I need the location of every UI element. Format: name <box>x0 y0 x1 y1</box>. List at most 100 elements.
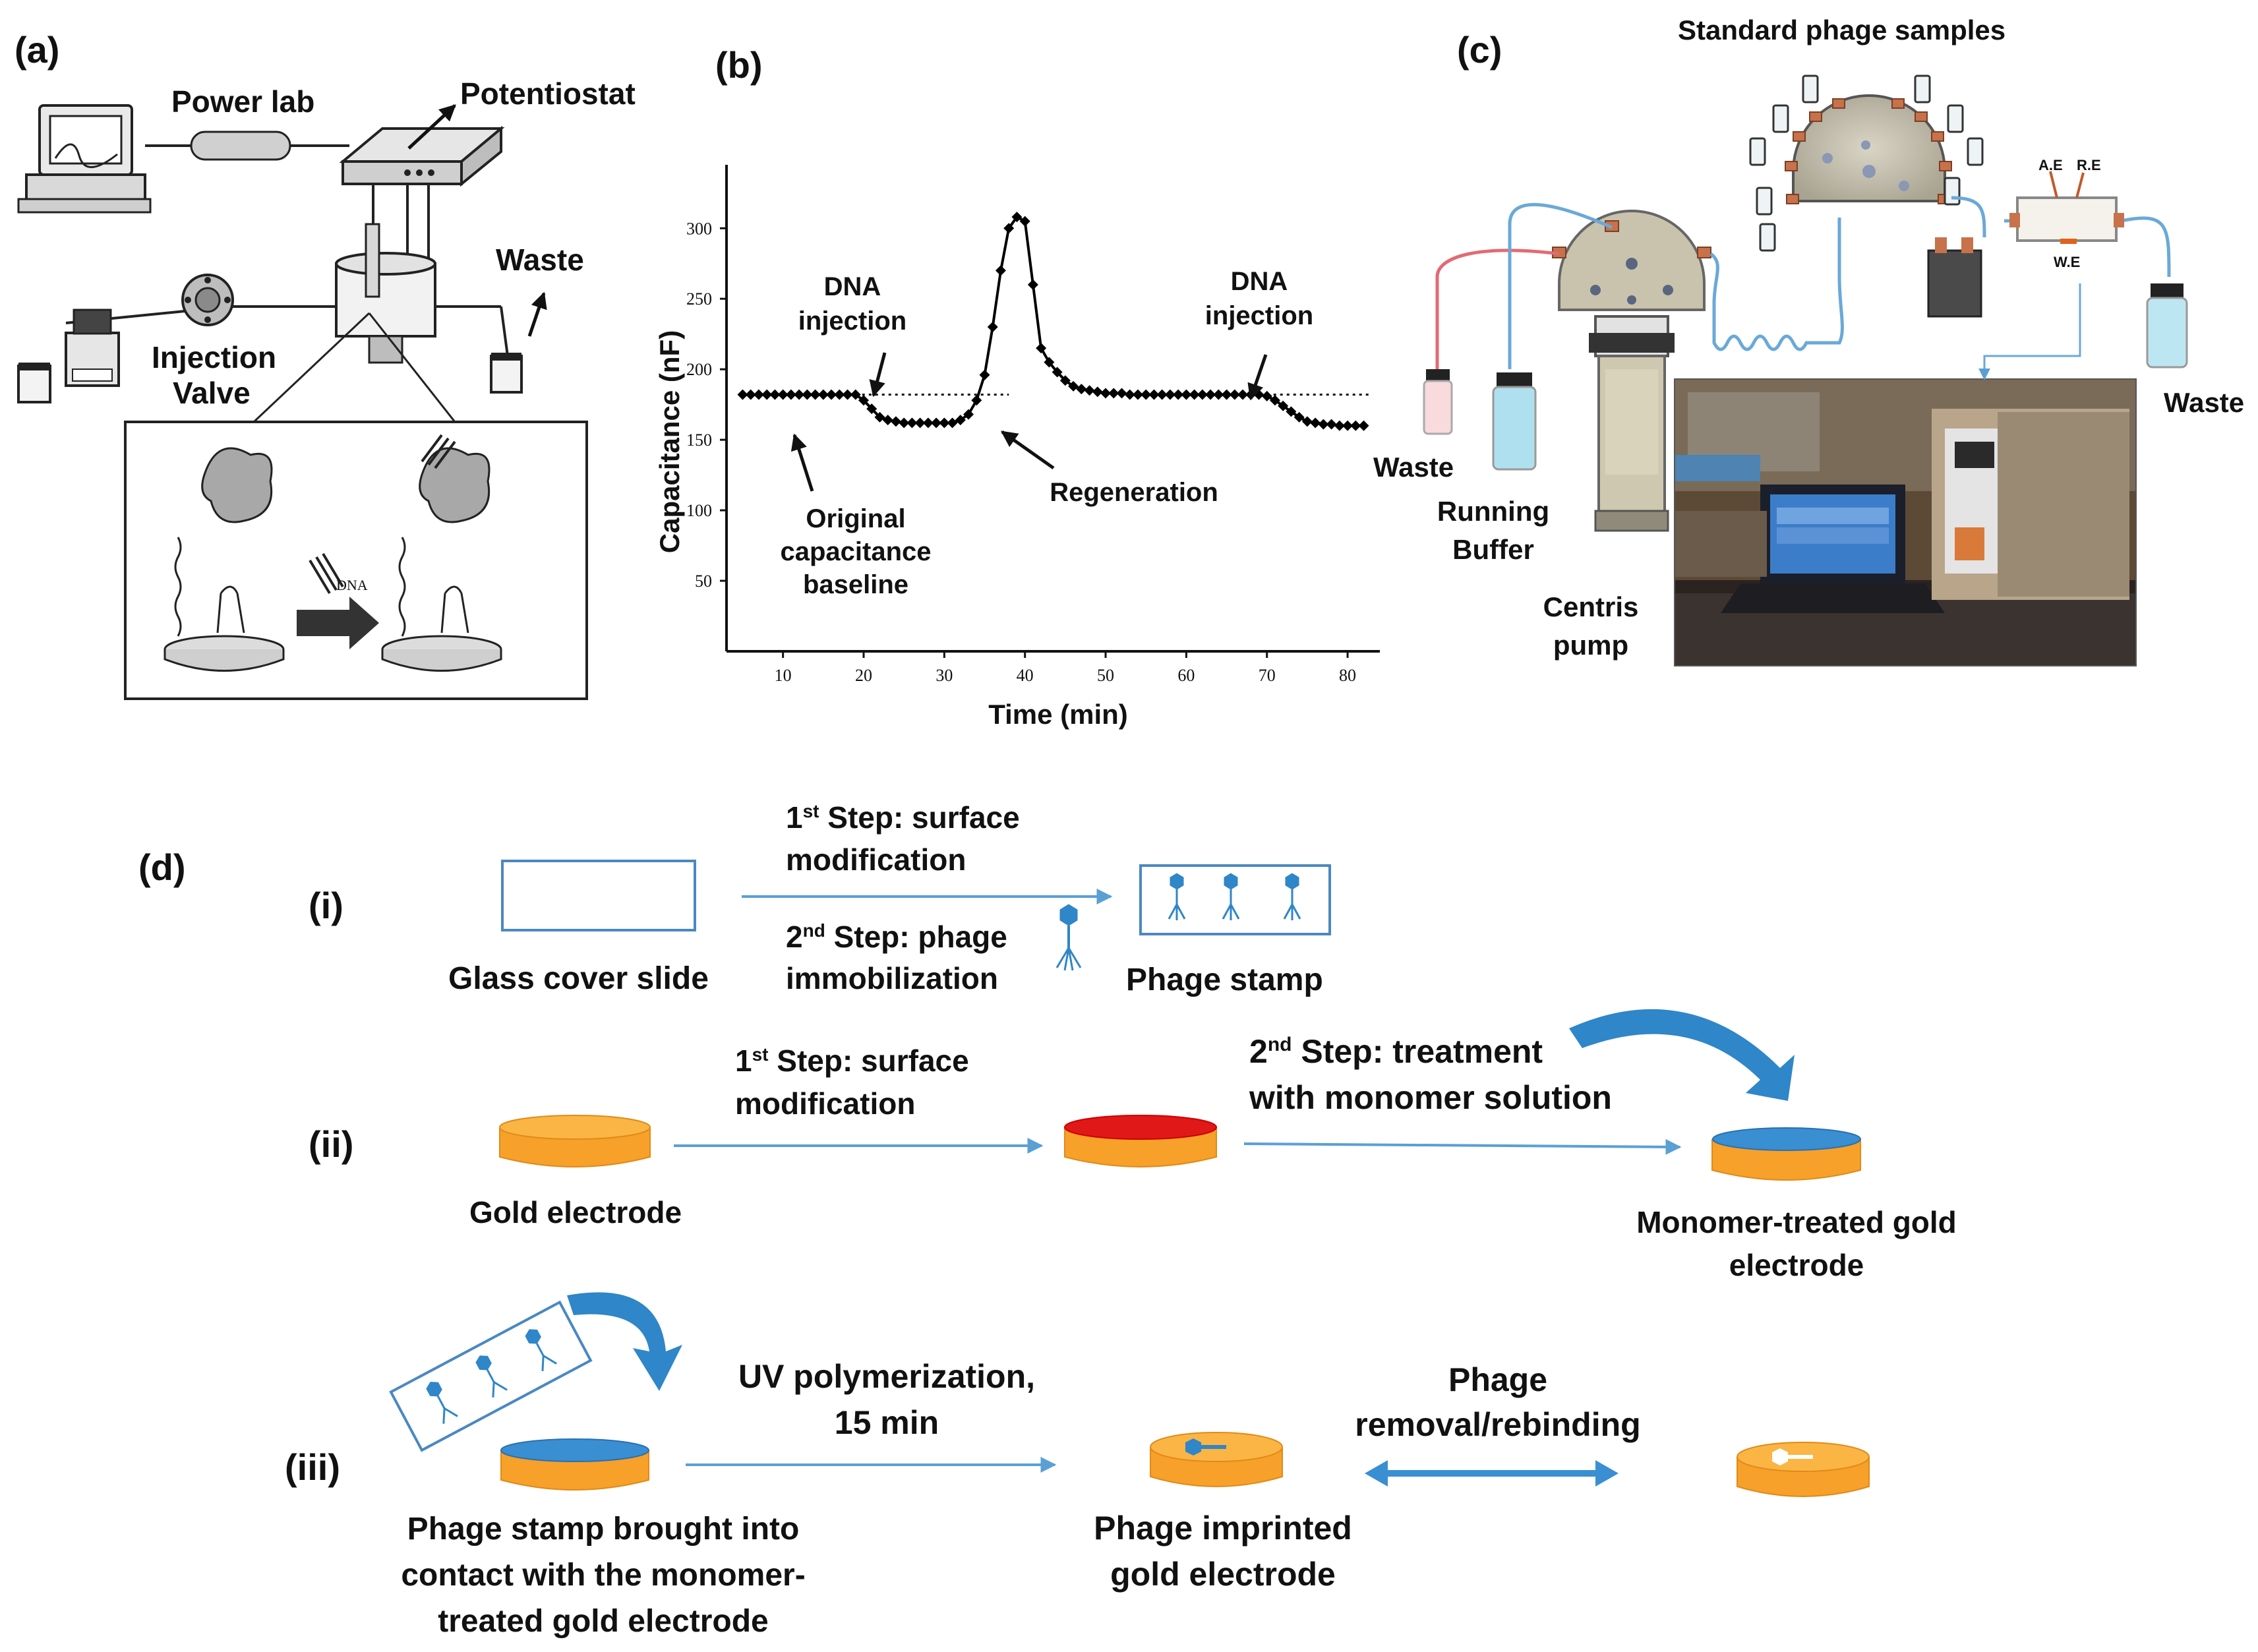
power-lab-label: Power lab <box>171 84 314 119</box>
glass-cover-slide <box>501 860 696 931</box>
data-point <box>1003 223 1015 234</box>
data-point <box>899 417 910 428</box>
data-point <box>1027 279 1038 290</box>
panel-label-a: (a) <box>15 29 59 71</box>
data-point <box>882 415 893 426</box>
x-tick-label: 60 <box>1177 666 1195 685</box>
data-point <box>874 411 885 423</box>
data-point <box>914 417 926 428</box>
curved-arrow-icon-2 <box>567 1292 682 1391</box>
protein-blob-left <box>201 447 273 523</box>
x-tick-label: 10 <box>775 666 792 685</box>
data-point <box>850 389 861 400</box>
baseline-line1: Original <box>806 504 905 533</box>
curved-arrow-icon <box>1569 1009 1795 1101</box>
waste-bottle-left <box>1423 369 1453 435</box>
data-point <box>858 395 869 406</box>
panel-label-d: (d) <box>138 846 186 888</box>
data-point <box>1181 389 1192 400</box>
data-point <box>995 265 1006 276</box>
data-point <box>906 417 918 428</box>
data-point <box>1301 416 1313 427</box>
gold-electrode <box>499 1115 651 1167</box>
data-point <box>794 389 805 400</box>
data-point <box>979 369 990 380</box>
row-ii-step1-line2: modification <box>735 1086 915 1121</box>
data-point <box>1148 389 1160 400</box>
data-point <box>1044 357 1055 368</box>
dna-label: DNA <box>336 577 368 593</box>
data-point <box>1237 389 1249 400</box>
row-i-step2-line1: 2nd Step: phage <box>786 920 1007 954</box>
waste-vial <box>490 355 523 394</box>
standard-phage-samples-label: Standard phage samples <box>1678 15 2005 45</box>
data-point <box>769 389 781 400</box>
row-i-label: (i) <box>309 885 343 926</box>
data-point <box>745 389 756 400</box>
data-point <box>802 389 813 400</box>
data-point <box>810 389 821 400</box>
gold-electrode-label: Gold electrode <box>469 1195 682 1229</box>
data-point <box>1229 389 1240 400</box>
row-ii-step2-line1: 2nd Step: treatment <box>1249 1033 1543 1070</box>
data-point <box>1213 389 1224 400</box>
monomer-label-2: electrode <box>1729 1248 1864 1282</box>
data-point <box>1310 417 1321 428</box>
x-tick-label: 50 <box>1097 666 1114 685</box>
y-tick-label: 100 <box>686 501 712 520</box>
centris-pump-label-2: pump <box>1553 630 1628 661</box>
monomer-label-1: Monomer-treated gold <box>1636 1205 1957 1239</box>
data-point <box>1011 212 1023 223</box>
data-point <box>1019 216 1030 227</box>
glass-cover-slide-label: Glass cover slide <box>448 961 709 996</box>
power-lab-device <box>190 131 291 161</box>
empty-imprinted-electrode <box>1737 1442 1870 1497</box>
data-point <box>1326 419 1337 430</box>
dna-injection-2-line2: injection <box>1205 301 1313 330</box>
x-tick-label: 20 <box>855 666 872 685</box>
computer-icon <box>17 104 152 214</box>
baseline-line2: capacitance <box>780 537 931 566</box>
lab-setup-photo <box>1674 378 2137 666</box>
running-buffer-label-2: Buffer <box>1452 534 1534 565</box>
regeneration-label: Regeneration <box>1050 478 1218 507</box>
data-point <box>1278 400 1289 411</box>
data-point <box>1108 388 1119 399</box>
data-point <box>1261 390 1272 401</box>
data-point <box>922 417 934 428</box>
data-point <box>817 389 829 400</box>
data-point <box>947 417 958 428</box>
ae-label: A.E <box>2038 157 2063 173</box>
stamp-contact-line1: Phage stamp brought into <box>407 1512 800 1547</box>
uv-line2: 15 min <box>835 1404 939 1441</box>
panel-d-workflow: (i) Glass cover slide 1st Step: surface … <box>285 800 1957 1639</box>
data-point <box>1293 411 1305 423</box>
row-ii-arrow-2 <box>1243 1138 1682 1155</box>
data-point <box>1076 384 1087 395</box>
injection-valve-label-1: Injection <box>152 340 276 374</box>
stamp-contact-line2: contact with the monomer- <box>401 1558 805 1593</box>
phage-imprinted-electrode <box>1150 1432 1283 1487</box>
data-point <box>1318 419 1329 430</box>
sample-vial-left <box>17 365 51 403</box>
waste-label-a: Waste <box>496 243 584 277</box>
data-point <box>1253 389 1264 400</box>
dna-injection-2-line1: DNA <box>1231 267 1288 296</box>
y-tick-label: 50 <box>695 572 712 591</box>
data-point <box>1205 389 1216 400</box>
data-point <box>1116 388 1127 399</box>
panel-c-schematic: Standard phage samples <box>1373 15 2244 666</box>
we-label: W.E <box>2054 254 2080 270</box>
stamp-contact-line3: treated gold electrode <box>438 1604 768 1639</box>
data-point <box>1068 380 1079 392</box>
monomer-gold-electrode-iii <box>500 1438 649 1490</box>
removal-line1: Phage <box>1448 1361 1547 1398</box>
y-tick-label: 150 <box>686 430 712 450</box>
panel-a-schematic: Power lab Potentiostat <box>17 76 636 700</box>
y-axis-label: Capacitance (nF) <box>654 330 685 553</box>
row-ii-step1-line1: 1st Step: surface <box>735 1044 969 1078</box>
data-point <box>1084 385 1095 396</box>
centris-pump-label-1: Centris <box>1543 591 1639 622</box>
x-tick-label: 30 <box>936 666 953 685</box>
data-point <box>1036 343 1047 354</box>
